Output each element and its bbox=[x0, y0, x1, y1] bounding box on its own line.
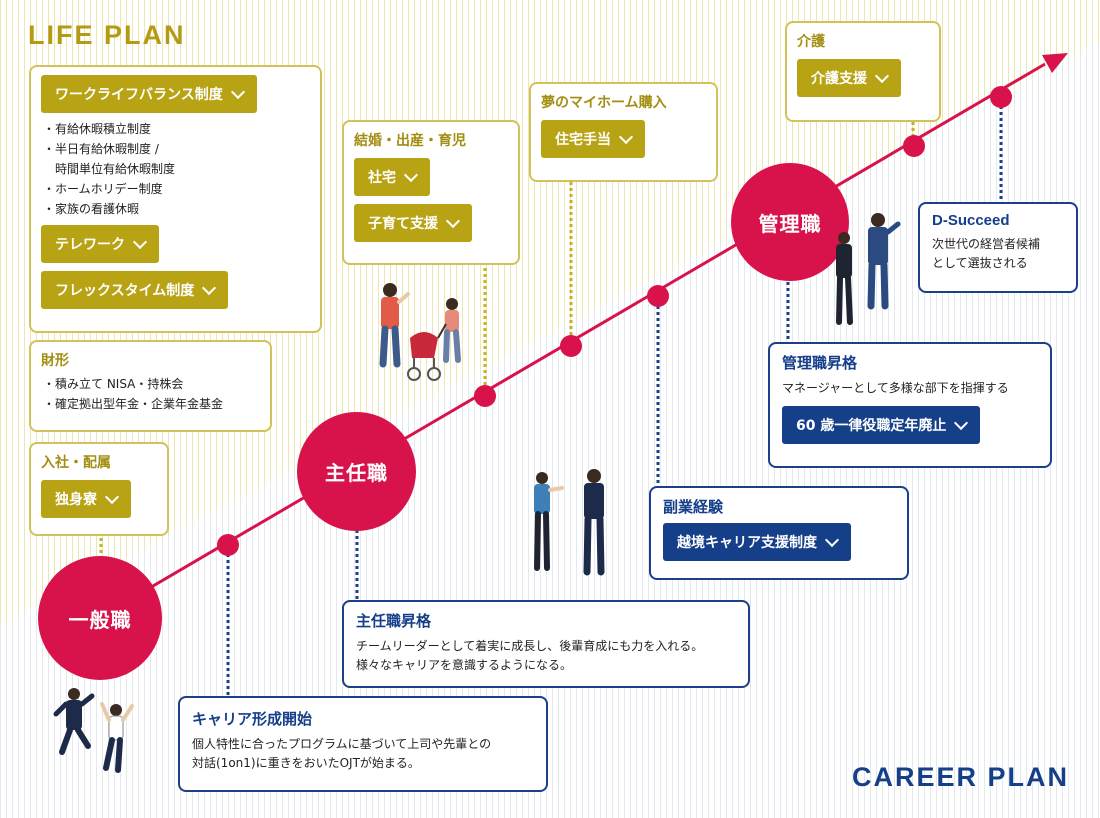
shunin-promo-box: 主任職昇格 チームリーダーとして着実に成長し、後輩育成にも力を入れる。 様々なキ… bbox=[342, 600, 750, 688]
telework-button-label: テレワーク bbox=[55, 237, 125, 253]
chevron-down-icon bbox=[618, 129, 634, 144]
worklife-box: ワークライフバランス制度 ・有給休暇積立制度 ・半日有給休暇制度 / 時間単位有… bbox=[29, 65, 322, 333]
family-illustration bbox=[379, 283, 461, 381]
chevron-down-icon bbox=[132, 234, 148, 249]
line-dot bbox=[990, 86, 1012, 108]
entry-category: 入社・配属 bbox=[41, 455, 111, 471]
family-category: 結婚・出産・育児 bbox=[354, 133, 466, 149]
cross-border-career-button[interactable]: 越境キャリア支援制度 bbox=[663, 523, 851, 561]
shunin-promo-desc: チームリーダーとして着実に成長し、後輩育成にも力を入れる。 様々なキャリアを意識… bbox=[356, 637, 736, 675]
company-housing-button[interactable]: 社宅 bbox=[354, 158, 430, 196]
flex-button-label: フレックスタイム制度 bbox=[55, 283, 195, 299]
home-category: 夢のマイホーム購入 bbox=[541, 95, 667, 111]
managers-illustration bbox=[836, 213, 901, 325]
colleagues-illustration bbox=[534, 469, 605, 576]
line-dot bbox=[560, 335, 582, 357]
career-start-title: キャリア形成開始 bbox=[192, 710, 313, 728]
list-item: ・ホームホリデー制度 bbox=[43, 182, 163, 196]
desc-line: 対話(1on1)に重きをおいたOJTが始まる。 bbox=[192, 756, 420, 770]
housing-allowance-button-label: 住宅手当 bbox=[555, 132, 611, 148]
housing-allowance-button[interactable]: 住宅手当 bbox=[541, 120, 645, 158]
worklife-button-label: ワークライフバランス制度 bbox=[55, 87, 223, 103]
care-box: 介護 介護支援 bbox=[785, 21, 941, 122]
care-category: 介護 bbox=[797, 34, 825, 50]
flex-button[interactable]: フレックスタイム制度 bbox=[41, 271, 229, 309]
telework-button[interactable]: テレワーク bbox=[41, 225, 159, 263]
line-dot bbox=[217, 534, 239, 556]
retirement-abolition-button-label: 60 歳一律役職定年廃止 bbox=[796, 418, 947, 434]
asset-box: 財形 ・積み立て NISA・持株会 ・確定拠出型年金・企業年金基金 bbox=[29, 340, 272, 432]
childcare-button[interactable]: 子育て支援 bbox=[354, 204, 472, 242]
career-start-desc: 個人特性に合ったプログラムに基づいて上司や先輩との 対話(1on1)に重きをおい… bbox=[192, 735, 534, 773]
milestone-shunin: 主任職 bbox=[297, 412, 416, 531]
asset-category: 財形 bbox=[41, 353, 69, 369]
care-support-button-label: 介護支援 bbox=[811, 71, 867, 87]
worklife-button[interactable]: ワークライフバランス制度 bbox=[41, 75, 257, 113]
kanri-promo-title: 管理職昇格 bbox=[782, 354, 858, 372]
chevron-down-icon bbox=[874, 68, 890, 83]
desc-line: チームリーダーとして着実に成長し、後輩育成にも力を入れる。 bbox=[356, 639, 704, 653]
list-item: ・積み立て NISA・持株会 bbox=[43, 377, 184, 391]
list-item: ・有給休暇積立制度 bbox=[43, 122, 152, 136]
chevron-down-icon bbox=[403, 167, 419, 182]
line-dot bbox=[647, 285, 669, 307]
chevron-down-icon bbox=[824, 532, 840, 547]
entry-box: 入社・配属 独身寮 bbox=[29, 442, 169, 536]
career-start-box: キャリア形成開始 個人特性に合ったプログラムに基づいて上司や先輩との 対話(1o… bbox=[178, 696, 548, 792]
kanri-promo-desc: マネージャーとして多様な部下を指揮する bbox=[782, 381, 1009, 395]
line-dot bbox=[474, 385, 496, 407]
retirement-abolition-button[interactable]: 60 歳一律役職定年廃止 bbox=[782, 406, 981, 444]
list-item: ・半日有給休暇制度 / bbox=[43, 142, 159, 156]
line-dot bbox=[903, 135, 925, 157]
chevron-down-icon bbox=[954, 415, 969, 430]
list-item: 時間単位有給休暇制度 bbox=[43, 162, 176, 176]
celebrating-people-illustration bbox=[53, 688, 134, 773]
list-item: ・確定拠出型年金・企業年金基金 bbox=[43, 397, 224, 411]
cross-border-career-button-label: 越境キャリア支援制度 bbox=[677, 535, 817, 551]
home-box: 夢のマイホーム購入 住宅手当 bbox=[529, 82, 718, 182]
arrow-head-icon bbox=[1042, 53, 1068, 73]
desc-line: 次世代の経営者候補 bbox=[932, 237, 1041, 251]
milestone-kanri: 管理職 bbox=[731, 163, 849, 281]
side-job-title: 副業経験 bbox=[663, 498, 724, 516]
company-housing-button-label: 社宅 bbox=[368, 170, 396, 186]
desc-line: 様々なキャリアを意識するようになる。 bbox=[356, 658, 573, 672]
list-item: ・家族の看護休暇 bbox=[43, 202, 140, 216]
chevron-down-icon bbox=[230, 84, 245, 99]
dormitory-button[interactable]: 独身寮 bbox=[41, 480, 131, 518]
succeed-desc: 次世代の経営者候補 として選抜される bbox=[932, 235, 1064, 273]
desc-line: 個人特性に合ったプログラムに基づいて上司や先輩との bbox=[192, 737, 492, 751]
chevron-down-icon bbox=[104, 489, 120, 504]
career-plan-title: CAREER PLAN bbox=[852, 762, 1070, 792]
dormitory-button-label: 独身寮 bbox=[55, 492, 97, 508]
family-box: 結婚・出産・育児 社宅 子育て支援 bbox=[342, 120, 520, 265]
chevron-down-icon bbox=[202, 280, 217, 295]
milestone-ippan: 一般職 bbox=[38, 556, 162, 680]
kanri-promo-box: 管理職昇格 マネージャーとして多様な部下を指揮する 60 歳一律役職定年廃止 bbox=[768, 342, 1052, 468]
side-job-box: 副業経験 越境キャリア支援制度 bbox=[649, 486, 909, 580]
desc-line: として選抜される bbox=[932, 256, 1028, 270]
shunin-promo-title: 主任職昇格 bbox=[356, 612, 432, 630]
childcare-button-label: 子育て支援 bbox=[368, 216, 438, 232]
succeed-title: D-Succeed bbox=[932, 212, 1010, 229]
care-support-button[interactable]: 介護支援 bbox=[797, 59, 901, 97]
asset-list: ・積み立て NISA・持株会 ・確定拠出型年金・企業年金基金 bbox=[43, 374, 260, 414]
chevron-down-icon bbox=[445, 213, 461, 228]
succeed-box: D-Succeed 次世代の経営者候補 として選抜される bbox=[918, 202, 1078, 293]
worklife-list: ・有給休暇積立制度 ・半日有給休暇制度 / 時間単位有給休暇制度 ・ホームホリデ… bbox=[43, 119, 310, 219]
life-plan-title: LIFE PLAN bbox=[28, 20, 186, 50]
